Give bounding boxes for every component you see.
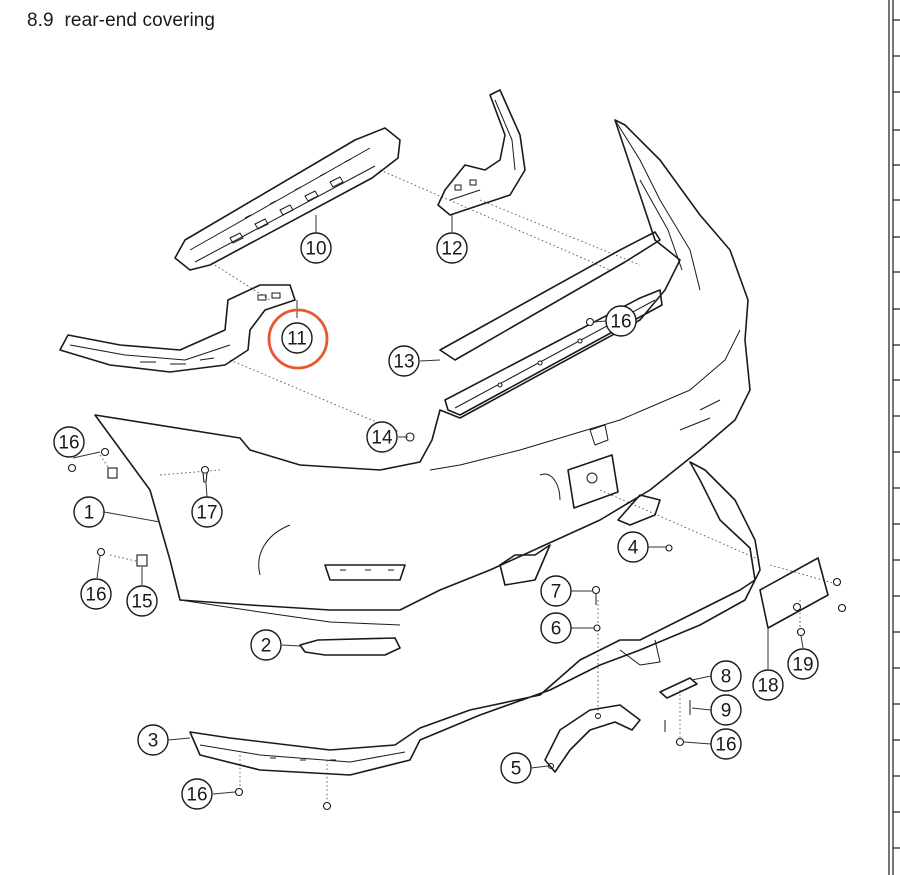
callout-16-upper-strip: 16	[605, 305, 637, 337]
callout-16-left-upper: 16	[53, 426, 85, 458]
callout-6: 6	[540, 612, 572, 644]
part-10-upper-carrier	[174, 127, 401, 271]
callout-17: 17	[191, 496, 223, 528]
callout-1: 1	[73, 496, 105, 528]
svg-text:8: 8	[721, 667, 732, 688]
callout-16-bottom: 16	[181, 778, 213, 810]
svg-text:4: 4	[628, 538, 639, 559]
callout-18: 18	[752, 669, 784, 701]
callout-5: 5	[500, 752, 532, 784]
svg-text:16: 16	[715, 735, 736, 756]
part-9-screw	[664, 700, 691, 732]
callout-10: 10	[300, 232, 332, 264]
part-3-lower-diffuser	[189, 461, 761, 776]
fastener-16-b	[67, 463, 77, 473]
callout-8: 8	[710, 660, 742, 692]
fastener-7	[591, 585, 601, 595]
svg-text:6: 6	[551, 619, 562, 640]
callout-15: 15	[126, 585, 158, 617]
svg-text:17: 17	[196, 503, 217, 524]
clip-upper	[107, 467, 118, 479]
callout-9: 9	[710, 694, 742, 726]
fastener-16-e	[675, 737, 685, 747]
part-5-mount-bracket	[544, 704, 641, 773]
svg-text:2: 2	[261, 636, 272, 657]
fasteners	[67, 317, 847, 811]
callout-3: 3	[137, 724, 169, 756]
callout-12: 12	[436, 232, 468, 264]
svg-text:10: 10	[305, 239, 326, 260]
leader-lines	[72, 215, 804, 795]
part-2-trim-insert	[299, 637, 401, 656]
section-title: rear-end covering	[64, 10, 216, 31]
svg-text:13: 13	[393, 352, 414, 373]
svg-text:11: 11	[287, 329, 307, 350]
svg-text:9: 9	[721, 701, 732, 722]
part-1-bumper-cover	[94, 119, 751, 626]
callout-4: 4	[617, 531, 649, 563]
svg-text:18: 18	[757, 676, 778, 697]
svg-text:5: 5	[511, 759, 522, 780]
fastener-6	[593, 624, 601, 632]
svg-text:1: 1	[84, 503, 95, 524]
callout-11: 11	[281, 322, 313, 354]
fastener-16-f	[234, 787, 244, 797]
part-11-side-bracket	[59, 284, 296, 373]
callout-19: 19	[787, 648, 819, 680]
fastener-19-c	[837, 603, 847, 613]
adjacent-table-edge	[888, 0, 900, 875]
fastener-16-g	[322, 801, 332, 811]
fastener-16-d	[585, 317, 595, 327]
part-18-license-plate-carrier	[759, 557, 829, 629]
fastener-16-c	[96, 547, 106, 557]
callout-16-right-lower: 16	[710, 728, 742, 760]
svg-text:19: 19	[792, 655, 813, 676]
svg-text:7: 7	[551, 582, 562, 603]
svg-text:16: 16	[85, 585, 106, 606]
part-8-bracket	[659, 677, 698, 699]
fastener-19-d	[796, 627, 806, 637]
clip-15	[136, 554, 148, 567]
svg-text:12: 12	[441, 239, 462, 260]
section-number: 8.9	[27, 10, 54, 31]
svg-text:16: 16	[186, 785, 207, 806]
svg-text:3: 3	[148, 731, 159, 752]
fastener-19-a	[832, 577, 842, 587]
page-title: 8.9 rear-end covering	[27, 10, 215, 32]
svg-text:16: 16	[58, 433, 79, 454]
callout-14: 14	[366, 421, 398, 453]
callout-16-left-lower: 16	[80, 578, 112, 610]
part-12-side-bracket	[437, 89, 526, 216]
fastener-19-b	[792, 602, 802, 612]
fastener-16-a	[100, 447, 110, 457]
callout-7: 7	[540, 575, 572, 607]
callout-13: 13	[388, 345, 420, 377]
svg-text:15: 15	[131, 592, 152, 613]
svg-text:16: 16	[610, 312, 631, 333]
svg-text:14: 14	[371, 428, 393, 449]
highlight-ring-callout-11	[267, 308, 329, 370]
fastener-4	[665, 544, 673, 552]
callout-2: 2	[250, 629, 282, 661]
